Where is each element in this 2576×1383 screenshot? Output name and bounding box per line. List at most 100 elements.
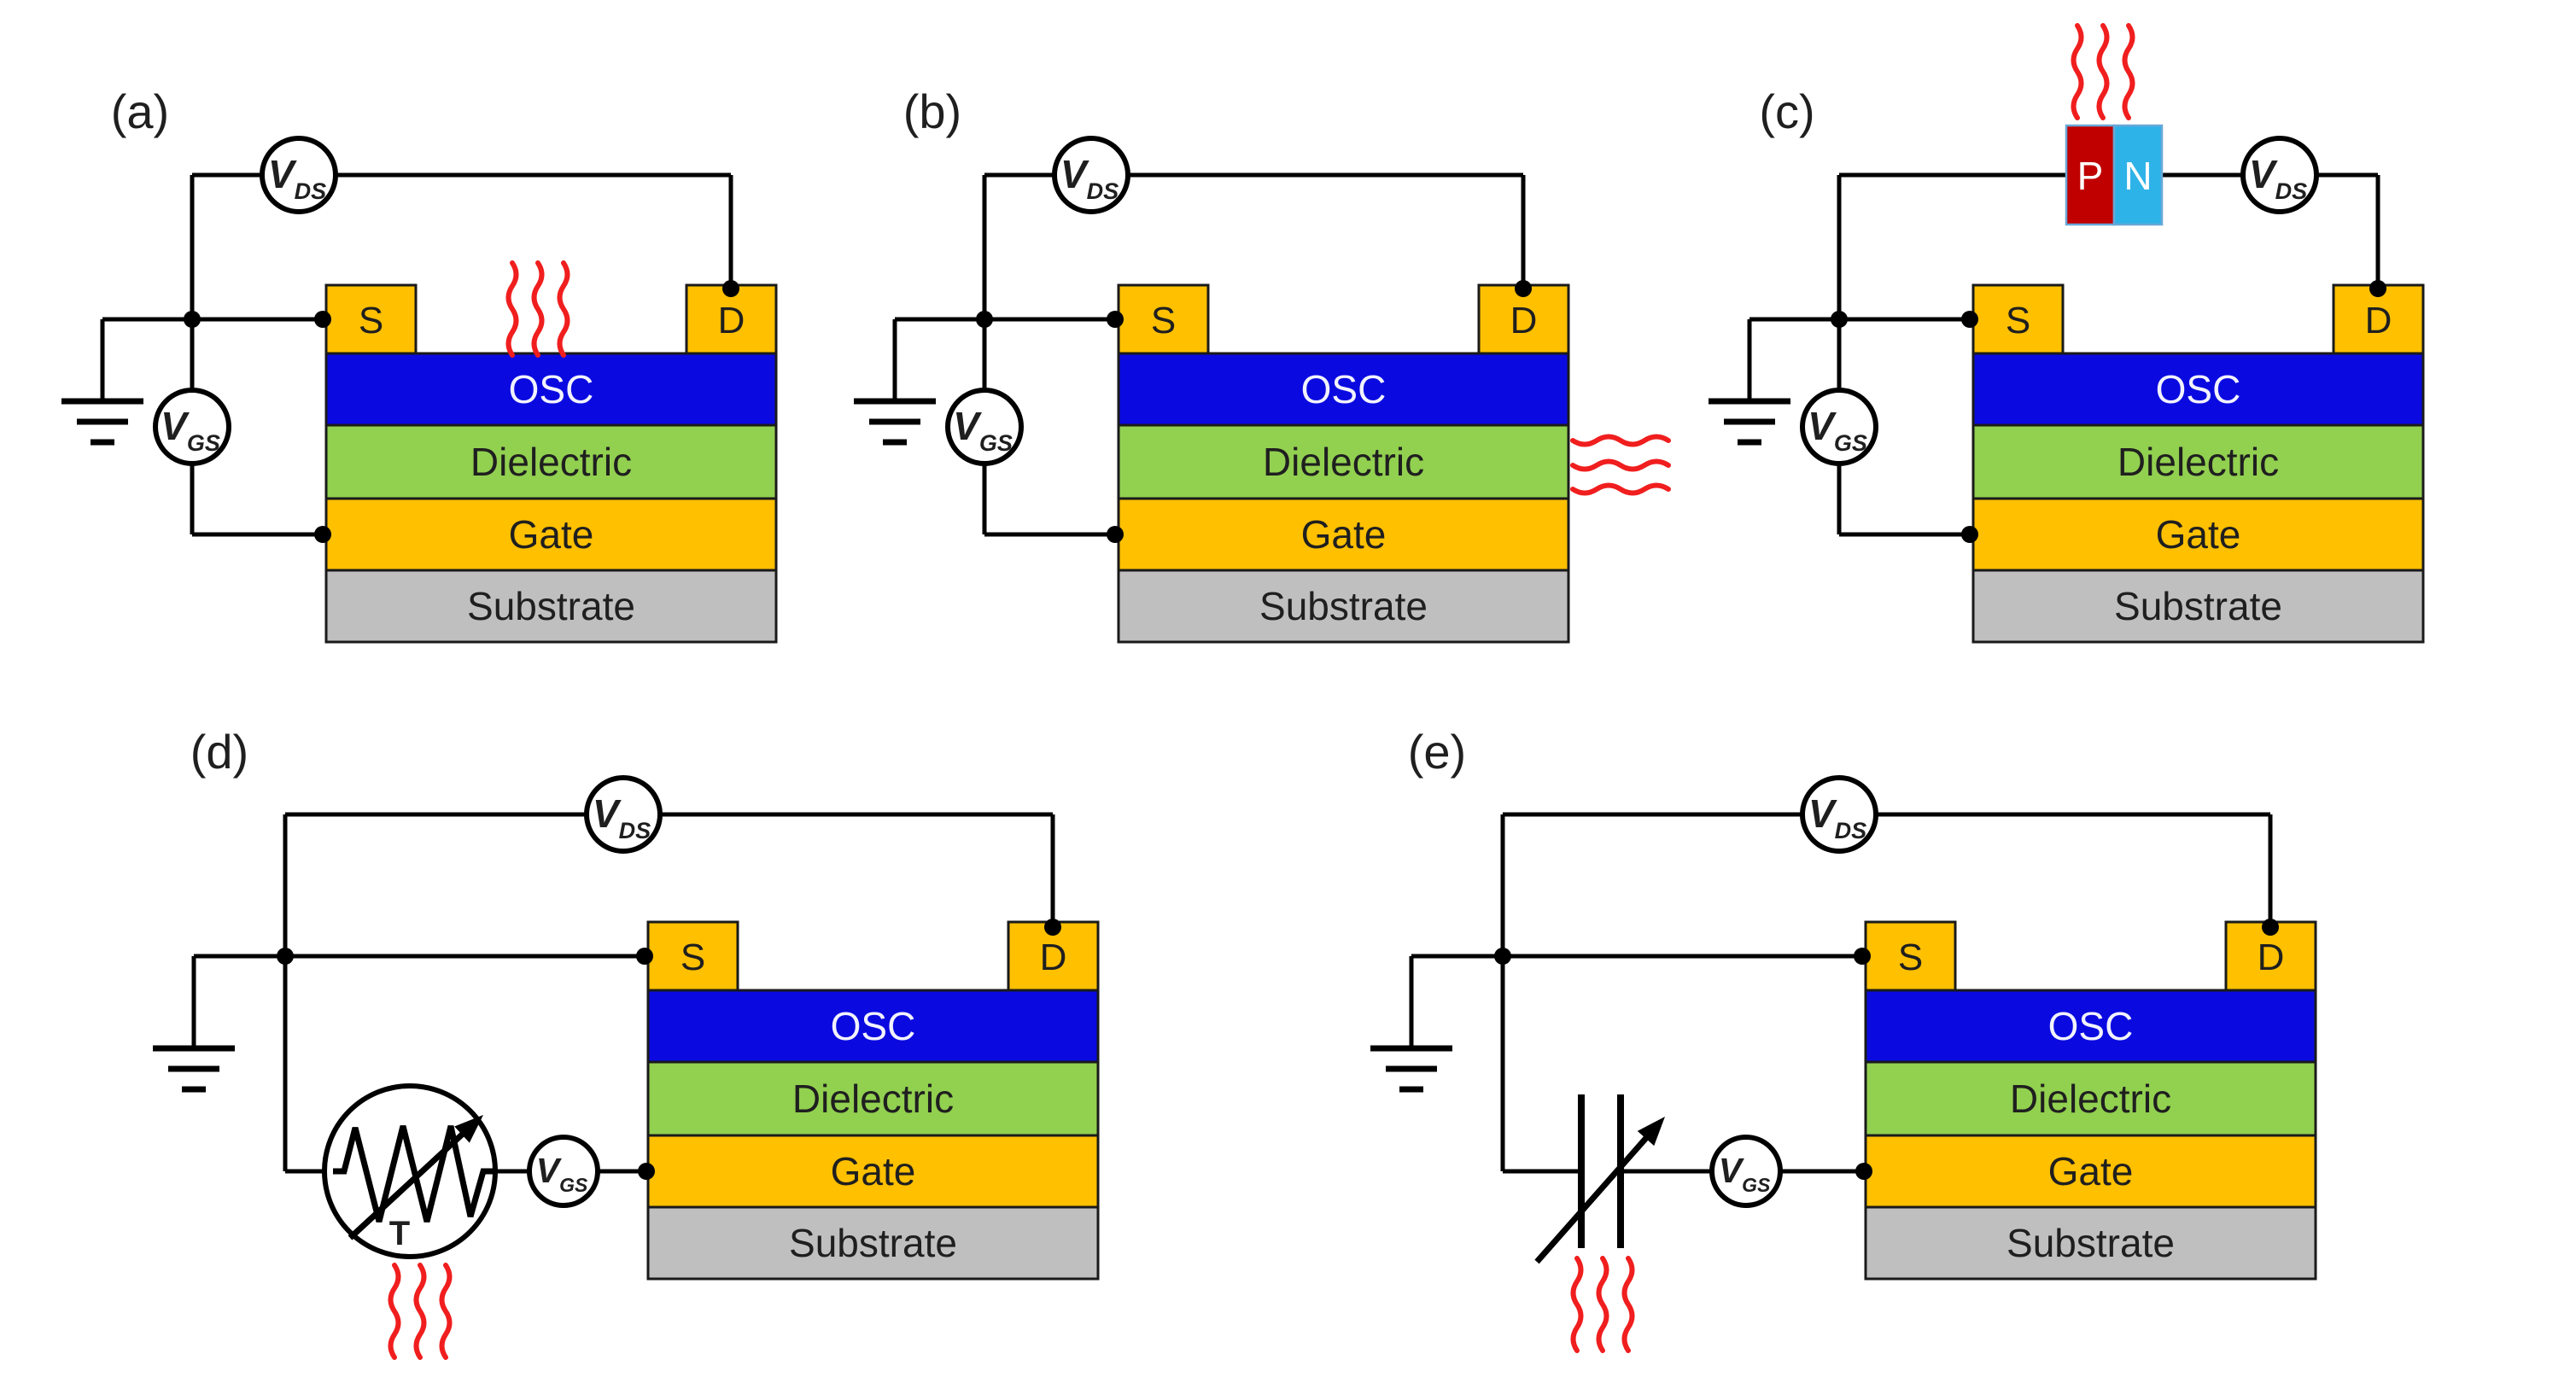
substrate-layer xyxy=(1971,569,2425,644)
heat-wave-icon xyxy=(439,1263,453,1360)
heat-wave-icon xyxy=(531,260,545,358)
meter-circle xyxy=(1800,775,1878,854)
meter-label: VDS xyxy=(268,152,326,204)
dielectric-layer-label: Dielectric xyxy=(2010,1077,2171,1121)
heat-wave-icon xyxy=(388,1263,401,1360)
meter-label: VGS xyxy=(953,404,1013,456)
panel-label: (c) xyxy=(1759,85,1814,138)
gate-layer xyxy=(646,1134,1100,1209)
vds-meter: VDS xyxy=(584,775,663,854)
gate-layer-label: Gate xyxy=(2156,512,2241,557)
heat-wave-icon xyxy=(1570,482,1671,496)
junction-dot xyxy=(638,1163,655,1180)
ground-icon xyxy=(153,1045,235,1093)
meter-sub-text: DS xyxy=(1087,178,1119,204)
meter-main-text: V xyxy=(536,1151,563,1190)
arrow-head xyxy=(454,1115,483,1143)
panel-label: (b) xyxy=(903,85,961,138)
drain-contact-label: D xyxy=(718,300,745,341)
panel-label: (a) xyxy=(111,85,169,138)
osc-layer xyxy=(324,352,778,427)
arrow-head xyxy=(1637,1117,1665,1147)
meter-label: VGS xyxy=(161,404,220,456)
junction-dot xyxy=(314,526,331,543)
dielectric-layer xyxy=(1971,423,2425,500)
heat-wave-icon xyxy=(2122,23,2135,120)
meter-sub-text: GS xyxy=(979,430,1013,456)
source-contact-label: S xyxy=(1898,937,1923,978)
vds-meter: VDS xyxy=(260,136,338,214)
junction-dot xyxy=(1494,948,1511,965)
osc-layer xyxy=(1117,352,1570,427)
vgs-meter: VGS xyxy=(1800,388,1878,466)
panel-label: (e) xyxy=(1408,725,1466,779)
meter-main-text: V xyxy=(593,791,622,836)
dielectric-layer-label: Dielectric xyxy=(1263,440,1424,484)
meter-sub-text: DS xyxy=(619,818,651,843)
junction-dot xyxy=(1044,919,1061,936)
heat-wave-icon xyxy=(413,1263,427,1360)
substrate-layer xyxy=(1117,569,1570,644)
meter-circle xyxy=(1709,1135,1783,1208)
junction-dot xyxy=(1107,311,1124,328)
osc-layer-label: OSC xyxy=(831,1004,916,1048)
osc-layer-label: OSC xyxy=(2048,1004,2134,1048)
substrate-layer xyxy=(324,569,778,644)
gate-layer-label: Gate xyxy=(1301,512,1387,557)
meter-main-text: V xyxy=(953,404,982,448)
drain-contact-label: D xyxy=(1040,937,1067,978)
meter-sub-text: GS xyxy=(1742,1174,1771,1196)
n-type-block xyxy=(2112,124,2164,226)
junction-dot xyxy=(277,948,294,965)
meter-sub-text: DS xyxy=(1835,818,1867,843)
osc-layer-label: OSC xyxy=(509,367,594,411)
ground-icon xyxy=(1370,1045,1452,1093)
meter-label: VGS xyxy=(536,1151,588,1196)
meter-sub-text: DS xyxy=(2275,178,2308,204)
drain-contact-label: D xyxy=(1510,300,1538,341)
meter-circle xyxy=(527,1135,600,1208)
junction-dot xyxy=(1854,948,1871,965)
heat-wave-icon xyxy=(1570,458,1671,472)
substrate-layer-label: Substrate xyxy=(2114,584,2282,628)
resistor-zigzag xyxy=(333,1125,494,1223)
arrow-shaft xyxy=(348,1123,475,1240)
substrate-layer xyxy=(646,1205,1100,1281)
gate-layer-label: Gate xyxy=(831,1149,916,1193)
source-contact-label: S xyxy=(2006,300,2030,341)
ground-icon xyxy=(854,398,936,446)
source-contact-label: S xyxy=(681,937,705,978)
heat-wave-icon xyxy=(1570,434,1671,447)
drain-contact-label: D xyxy=(2258,937,2285,978)
junction-dot xyxy=(1831,311,1848,328)
meter-label: VDS xyxy=(1060,152,1119,204)
junction-dot xyxy=(636,948,653,965)
variable-capacitor-symbol xyxy=(1534,1094,1665,1264)
vgs-meter: VGS xyxy=(1709,1135,1783,1208)
vgs-meter: VGS xyxy=(527,1135,600,1208)
osc-layer-label: OSC xyxy=(2156,367,2241,411)
meter-circle xyxy=(153,388,231,466)
substrate-layer-label: Substrate xyxy=(789,1221,957,1265)
source-contact-label: S xyxy=(359,300,383,341)
p-type-label: P xyxy=(2077,154,2104,198)
junction-dot xyxy=(722,280,739,297)
substrate-layer-label: Substrate xyxy=(1259,584,1428,628)
junction-dot xyxy=(184,311,201,328)
junction-dot xyxy=(976,311,993,328)
gate-layer-label: Gate xyxy=(2048,1149,2134,1193)
drain-contact-label: D xyxy=(2365,300,2392,341)
meter-main-text: V xyxy=(268,152,297,196)
meter-label: VGS xyxy=(1808,404,1867,456)
vgs-meter: VGS xyxy=(153,388,231,466)
gate-layer xyxy=(1864,1134,2317,1209)
junction-dot xyxy=(1961,526,1978,543)
